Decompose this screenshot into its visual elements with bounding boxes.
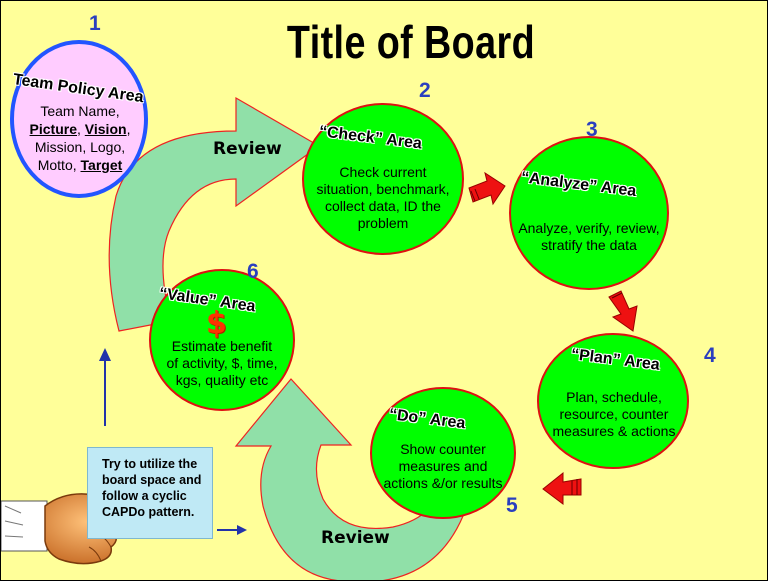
blue-thin-arrow-icon	[217, 525, 247, 535]
dollar-icon: $	[206, 306, 227, 341]
policy-line: Picture, Vision,	[29, 121, 131, 137]
policy-area-text: Team Name, Picture, Vision, Mission, Log…	[21, 102, 139, 174]
policy-line: Team Name,	[40, 103, 120, 119]
plan-area-text: Plan, schedule, resource, counter measur…	[552, 389, 676, 439]
policy-circle	[10, 40, 148, 198]
policy-line: Motto, Target	[37, 157, 123, 173]
policy-target-link: Target	[80, 157, 123, 173]
red-block-arrow-icon	[608, 290, 638, 332]
review-label-bottom: Review	[321, 528, 390, 548]
red-block-arrow-icon	[542, 471, 582, 505]
analyze-circle	[509, 136, 669, 290]
cycle-arrow-bottom	[234, 378, 464, 580]
instruction-note: Try to utilize the board space and follo…	[87, 447, 213, 539]
value-circle	[149, 269, 295, 411]
review-label-top: Review	[213, 139, 282, 159]
step-number-2: 2	[419, 79, 431, 102]
policy-picture-link: Picture	[29, 121, 78, 137]
policy-vision-link: Vision	[84, 121, 127, 137]
step-number-3: 3	[586, 118, 598, 141]
value-area-text: Estimate benefit of activity, $, time, k…	[166, 338, 278, 388]
red-block-arrow-icon	[468, 171, 506, 206]
cycle-arrow-top	[108, 96, 321, 332]
check-circle	[302, 103, 464, 255]
analyze-area-text: Analyze, verify, review, stratify the da…	[518, 220, 660, 253]
check-area-text: Check current situation, benchmark, coll…	[316, 164, 450, 231]
step-number-5: 5	[506, 494, 518, 517]
step-number-1: 1	[89, 12, 101, 35]
do-circle	[370, 387, 516, 519]
do-area-text: Show counter measures and actions &/or r…	[383, 441, 503, 491]
policy-line: Mission, Logo,	[34, 139, 126, 155]
step-number-6: 6	[247, 260, 259, 283]
page-title: Title of Board	[286, 16, 536, 68]
blue-thin-arrow-icon	[99, 348, 111, 426]
plan-circle	[537, 333, 689, 469]
step-number-4: 4	[704, 344, 716, 367]
